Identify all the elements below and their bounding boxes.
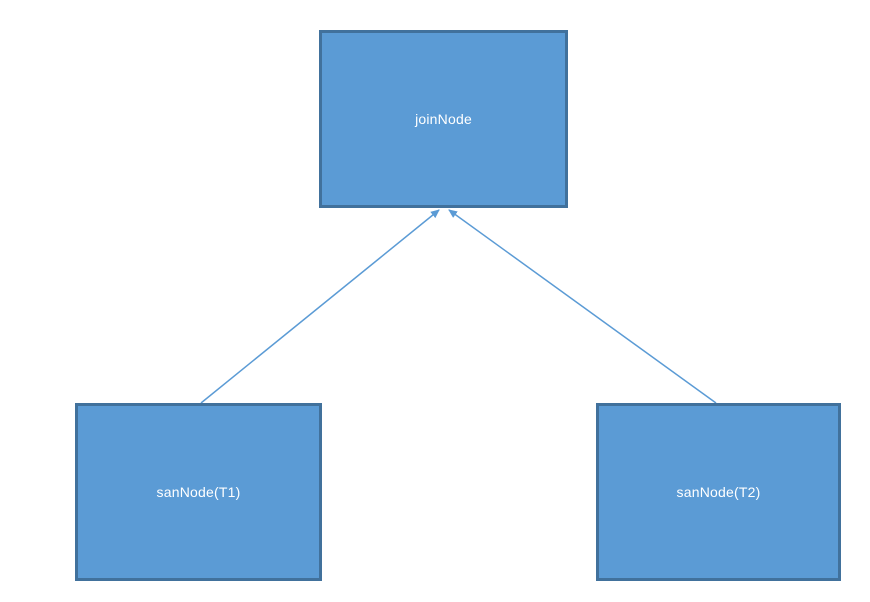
join-node[interactable]: joinNode <box>319 30 568 208</box>
join-node-label: joinNode <box>415 111 472 127</box>
edge-t1-to-join <box>200 209 440 404</box>
san-node-t2-label: sanNode(T2) <box>676 484 761 500</box>
san-node-t2[interactable]: sanNode(T2) <box>596 403 841 581</box>
san-node-t1[interactable]: sanNode(T1) <box>75 403 322 581</box>
san-node-t1-label: sanNode(T1) <box>156 484 241 500</box>
edge-t2-to-join <box>448 209 717 404</box>
